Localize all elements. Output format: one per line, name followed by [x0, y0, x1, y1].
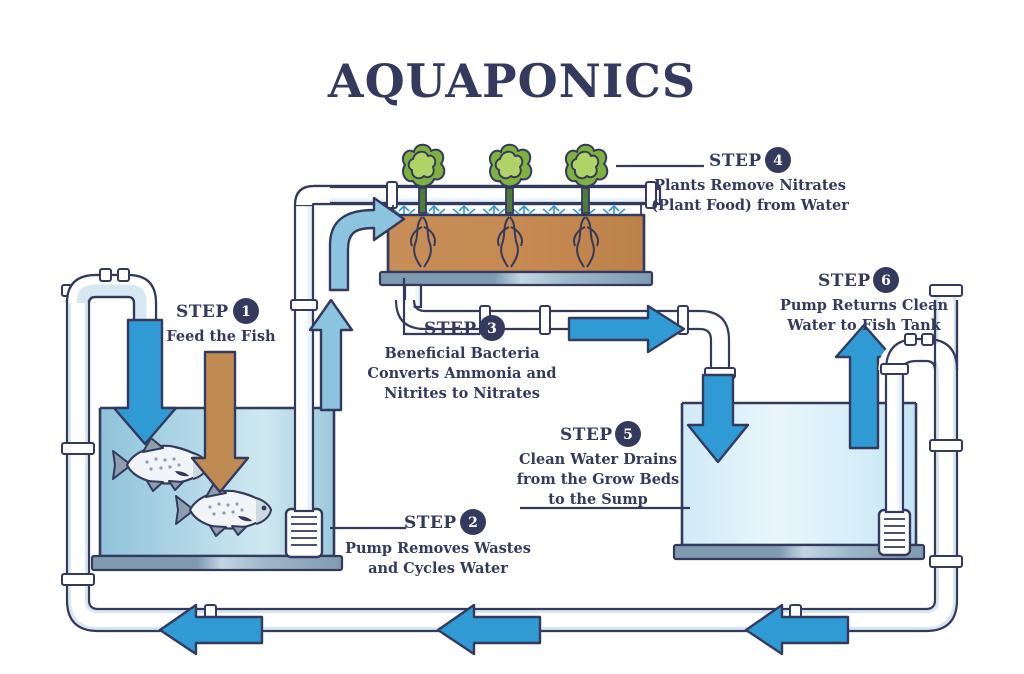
step-5-word: STEP: [560, 425, 613, 445]
page-title: AQUAPONICS: [327, 54, 696, 108]
step-4-line-1: Plants Remove Nitrates: [654, 177, 846, 194]
step-6-number: 6: [881, 273, 891, 289]
feed-arrow: [190, 350, 250, 494]
return-arrow-2: [436, 603, 542, 656]
plant-2: [488, 143, 533, 268]
leader-lines: [330, 164, 704, 530]
grow-bed-supply-pipe: [293, 181, 662, 209]
step-2-badge: [460, 509, 486, 535]
step-4-number: 4: [773, 153, 783, 169]
grow-bed-drain-pipe: [394, 283, 736, 379]
fish-tank-pump: [284, 203, 324, 559]
step-4-label: STEP 4 Plants Remove Nitrates (Plant Foo…: [651, 147, 849, 214]
step-2-number: 2: [468, 515, 478, 531]
step-4-word: STEP: [709, 151, 762, 171]
step-3-line-3: Nitrites to Nitrates: [384, 385, 540, 402]
step-6-badge: [873, 267, 899, 293]
drain-flow-arrow: [567, 304, 686, 354]
step-3-number: 3: [487, 321, 497, 337]
step-5-badge: [615, 421, 641, 447]
step-2-line-1: Pump Removes Wastes: [345, 540, 531, 557]
grow-bed-feed-arrow: [328, 196, 406, 292]
step-5-line-1: Clean Water Drains: [519, 451, 677, 468]
step-5-line-2: from the Grow Beds: [517, 471, 679, 488]
fish-2: [175, 482, 273, 537]
step-1-badge: [233, 298, 259, 324]
step-2-line-2: and Cycles Water: [368, 560, 508, 577]
plant-3: [564, 143, 609, 268]
sump-outflow-arrow: [834, 323, 894, 450]
sump-pump: [877, 300, 963, 557]
step-1-number: 1: [241, 304, 251, 320]
fish-tank-inflow-arrow: [112, 318, 178, 446]
grow-bed: [378, 213, 654, 287]
step-1-word: STEP: [176, 302, 229, 322]
return-arrow-3: [744, 603, 850, 656]
step-1-label: STEP 1 Feed the Fish: [166, 298, 276, 345]
step-6-line-1: Pump Returns Clean: [780, 297, 949, 314]
step-5-label: STEP 5 Clean Water Drains from the Grow …: [517, 421, 679, 508]
step-3-badge: [479, 315, 505, 341]
step-4-badge: [765, 147, 791, 173]
step-6-label: STEP 6 Pump Returns Clean Water to Fish …: [780, 267, 949, 334]
step-6-word: STEP: [818, 271, 871, 291]
step-5-number: 5: [623, 427, 633, 443]
step-3-line-1: Beneficial Bacteria: [384, 345, 540, 362]
step-2-word: STEP: [404, 513, 457, 533]
step-5-line-3: to the Sump: [548, 491, 647, 508]
step-2-label: STEP 2 Pump Removes Wastes and Cycles Wa…: [345, 509, 531, 577]
step-4-line-2: (Plant Food) from Water: [651, 197, 849, 214]
plant-1: [401, 143, 446, 268]
step-6-line-2: Water to Fish Tank: [786, 317, 941, 334]
step-1-line-1: Feed the Fish: [166, 328, 276, 345]
step-3-label: STEP 3 Beneficial Bacteria Converts Ammo…: [367, 315, 557, 402]
fish-tank-inlet-pipe: [65, 268, 158, 396]
return-arrow-1: [158, 603, 264, 656]
sump-inflow-arrow: [686, 373, 750, 464]
step-3-word: STEP: [424, 319, 477, 339]
riser-flow-arrow: [308, 298, 354, 412]
step-3-line-2: Converts Ammonia and: [367, 365, 556, 382]
